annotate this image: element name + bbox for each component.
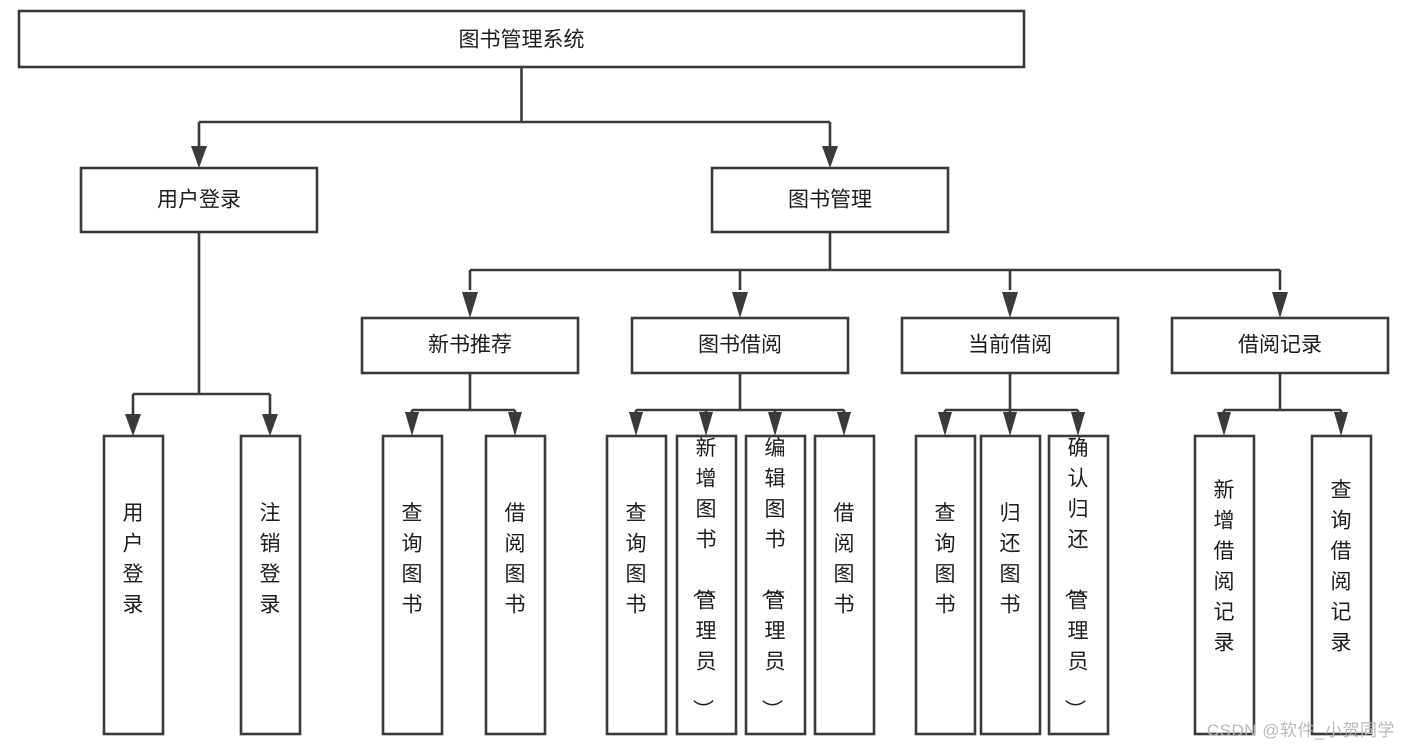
leaf-current-borrow-return-book[interactable]: 归还图书	[979, 434, 1042, 736]
node-book-borrow-box[interactable]	[630, 316, 850, 375]
node-new-book-recommend-label: 新书推荐	[428, 334, 512, 357]
leaf-box[interactable]	[102, 434, 165, 736]
leaf-box[interactable]	[605, 434, 668, 736]
connector-group-user-login	[125, 232, 278, 436]
node-borrow-record[interactable]: 借阅记录	[1170, 316, 1390, 375]
arrowhead-bb-leaf-1	[629, 412, 643, 436]
leaf-label-vertical: 查询图书	[626, 502, 647, 617]
arrowhead-leaf-user-login-1	[125, 414, 141, 436]
node-user-login-label: 用户登录	[157, 189, 241, 212]
node-book-borrow[interactable]: 图书借阅	[630, 316, 850, 375]
leaf-label-vertical: 注销登录	[260, 502, 281, 617]
leaf-book-borrow-borrow-book[interactable]: 借阅图书	[813, 434, 876, 736]
connector-group-borrow-record	[1217, 373, 1348, 436]
leaf-box[interactable]	[813, 434, 876, 736]
connector-group-new-book	[405, 373, 522, 436]
leaf-current-borrow-confirm-return-admin[interactable]: 确认归还（管理员）	[1047, 434, 1110, 736]
leaf-label-vertical: 确认归还（管理员）	[1063, 437, 1089, 720]
connector-group-current-borrow	[938, 373, 1085, 436]
arrowhead-cb-leaf-2	[1003, 412, 1017, 436]
leaf-label-vertical: 新增图书（管理员）	[691, 437, 717, 720]
leaf-box[interactable]	[1047, 434, 1110, 736]
leaf-box[interactable]	[239, 434, 302, 736]
arrowhead-bb-leaf-4	[837, 412, 851, 436]
csdn-watermark: CSDN @软件_小贺同学	[1206, 721, 1395, 740]
leaf-box[interactable]	[484, 434, 547, 736]
arrowhead-nb-leaf-2	[508, 412, 522, 436]
leaf-label-vertical: 查询图书	[402, 502, 423, 617]
leaf-borrow-record-query-record[interactable]: 查询借阅记录	[1310, 434, 1373, 736]
arrowhead-nb-leaf-1	[405, 412, 419, 436]
leaf-label-vertical: 借阅图书	[505, 502, 526, 617]
node-book-management-box[interactable]	[710, 166, 950, 234]
leaf-label-vertical: 借阅图书	[834, 502, 855, 617]
node-root-book-management-system[interactable]: 图书管理系统	[17, 9, 1026, 69]
arrowhead-user-login	[191, 146, 207, 168]
leaf-box[interactable]	[914, 434, 977, 736]
leaf-label-vertical: 查询图书	[935, 502, 956, 617]
leaf-label-vertical: 用户登录	[123, 502, 144, 617]
node-user-login[interactable]: 用户登录	[79, 166, 319, 234]
leaf-box[interactable]	[744, 434, 807, 736]
arrowhead-br-leaf-2	[1334, 412, 1348, 436]
node-new-book-recommend-box[interactable]	[360, 316, 580, 375]
node-book-management-label: 图书管理	[788, 189, 872, 212]
leaf-box[interactable]	[979, 434, 1042, 736]
node-current-borrow[interactable]: 当前借阅	[900, 316, 1120, 375]
arrowhead-book-manage	[822, 146, 838, 168]
arrowhead-cb-leaf-1	[938, 412, 952, 436]
leaf-new-book-query-book[interactable]: 查询图书	[381, 434, 444, 736]
arrowhead-bb-leaf-2	[699, 412, 713, 436]
node-book-borrow-label: 图书借阅	[698, 334, 782, 357]
node-root-box[interactable]	[17, 9, 1026, 69]
arrowhead-new-book	[462, 292, 478, 318]
leaf-label-vertical: 归还图书	[1000, 502, 1021, 617]
node-current-borrow-box[interactable]	[900, 316, 1120, 375]
node-borrow-record-box[interactable]	[1170, 316, 1390, 375]
leaf-label-vertical: 查询借阅记录	[1331, 479, 1352, 655]
node-root-label: 图书管理系统	[459, 29, 585, 52]
arrowhead-br-leaf-1	[1217, 412, 1231, 436]
leaf-user-login-login[interactable]: 用户登录	[102, 434, 165, 736]
leaf-box[interactable]	[1310, 434, 1373, 736]
leaf-current-borrow-query-book[interactable]: 查询图书	[914, 434, 977, 736]
connector-group-root	[191, 67, 838, 168]
arrowhead-cb-leaf-3	[1071, 412, 1085, 436]
leaf-book-borrow-edit-book-admin[interactable]: 编辑图书（管理员）	[744, 434, 807, 736]
leaf-borrow-record-add-record[interactable]: 新增借阅记录	[1193, 434, 1256, 736]
leaf-box[interactable]	[1193, 434, 1256, 736]
leaf-book-borrow-add-book-admin[interactable]: 新增图书（管理员）	[675, 434, 738, 736]
node-borrow-record-label: 借阅记录	[1238, 334, 1322, 357]
arrowhead-book-borrow	[732, 292, 748, 318]
leaf-label-vertical: 新增借阅记录	[1214, 479, 1235, 655]
leaf-new-book-borrow-book[interactable]: 借阅图书	[484, 434, 547, 736]
connector-group-book-borrow	[629, 373, 851, 436]
leaf-user-login-logout[interactable]: 注销登录	[239, 434, 302, 736]
leaf-box[interactable]	[381, 434, 444, 736]
leaf-label-vertical: 编辑图书（管理员）	[760, 437, 786, 720]
connector-group-book-manage	[462, 232, 1288, 318]
leaf-box[interactable]	[675, 434, 738, 736]
node-book-management[interactable]: 图书管理	[710, 166, 950, 234]
arrowhead-bb-leaf-3	[768, 412, 782, 436]
node-user-login-box[interactable]	[79, 166, 319, 234]
node-new-book-recommend[interactable]: 新书推荐	[360, 316, 580, 375]
arrowhead-current-borrow	[1002, 292, 1018, 318]
arrowhead-borrow-record	[1272, 292, 1288, 318]
node-current-borrow-label: 当前借阅	[968, 334, 1052, 357]
arrowhead-leaf-user-login-2	[262, 414, 278, 436]
leaf-book-borrow-query-book[interactable]: 查询图书	[605, 434, 668, 736]
